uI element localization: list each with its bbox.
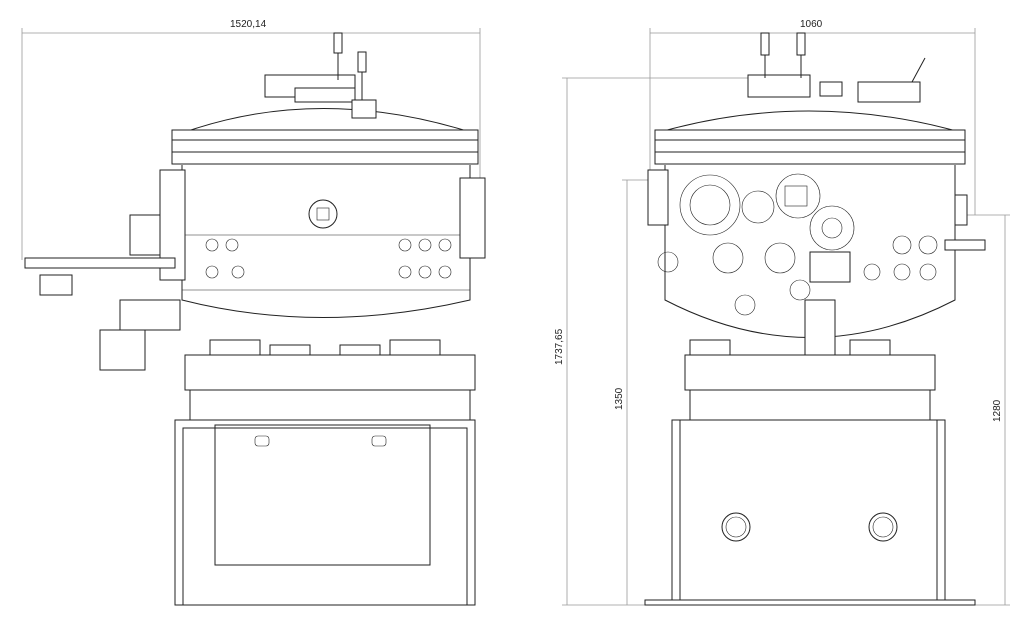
total-height-label: 1737,65	[554, 328, 565, 365]
height-1280-label: 1280	[992, 399, 1003, 422]
dimension-side-width: 1520,14	[21, 19, 481, 260]
side-width-label: 1520,14	[230, 19, 267, 30]
front-view	[644, 32, 986, 606]
dimension-height-1280: 1280	[965, 214, 1010, 606]
front-width-label: 1060	[800, 19, 823, 30]
dimension-total-height: 1737,65	[554, 77, 760, 606]
dimension-height-1350: 1350	[614, 179, 655, 605]
side-view	[24, 32, 486, 606]
height-1350-label: 1350	[614, 387, 625, 410]
dimension-front-width: 1060	[649, 19, 976, 215]
